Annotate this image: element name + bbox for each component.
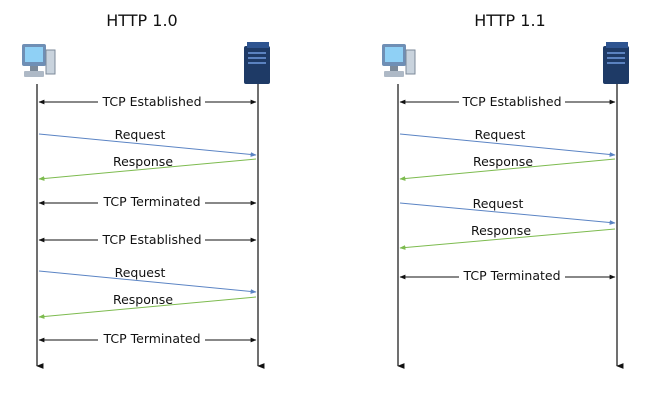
tcp-established-connection: TCP Established: [38, 232, 257, 247]
diagram-title: HTTP 1.0: [106, 11, 177, 30]
svg-text:TCP Established: TCP Established: [101, 94, 201, 109]
response-message: Response: [38, 292, 257, 319]
svg-text:TCP Terminated: TCP Terminated: [102, 331, 200, 346]
request-message: Request: [38, 265, 257, 294]
server-tower-icon: [244, 42, 270, 84]
request-message: Request: [38, 127, 257, 157]
diagram-http-1-1: HTTP 1.1 TCP Established: [382, 11, 629, 369]
response-message: Response: [38, 154, 257, 181]
svg-text:TCP Terminated: TCP Terminated: [102, 194, 200, 209]
response-message: Response: [399, 223, 616, 250]
svg-text:Request: Request: [473, 196, 524, 211]
diagram-title: HTTP 1.1: [474, 11, 545, 30]
svg-text:Request: Request: [475, 127, 526, 142]
svg-text:Response: Response: [473, 154, 533, 169]
tcp-terminated-connection: TCP Terminated: [38, 331, 257, 346]
server-tower-icon: [603, 42, 629, 84]
request-message: Request: [399, 196, 616, 225]
svg-text:Response: Response: [471, 223, 531, 238]
tcp-established-connection: TCP Established: [399, 94, 616, 109]
svg-text:Response: Response: [113, 154, 173, 169]
request-message: Request: [399, 127, 616, 157]
tcp-terminated-connection: TCP Terminated: [399, 268, 616, 283]
tcp-established-connection: TCP Established: [38, 94, 257, 109]
tcp-terminated-connection: TCP Terminated: [38, 194, 257, 209]
svg-text:TCP Terminated: TCP Terminated: [462, 268, 560, 283]
svg-text:Request: Request: [115, 127, 166, 142]
desktop-computer-icon: [22, 44, 56, 77]
svg-text:TCP Established: TCP Established: [461, 94, 561, 109]
svg-text:TCP Established: TCP Established: [101, 232, 201, 247]
desktop-computer-icon: [382, 44, 416, 77]
diagram-http-1-0: HTTP 1.0 TC: [22, 11, 270, 369]
response-message: Response: [399, 154, 616, 181]
svg-text:Request: Request: [115, 265, 166, 280]
svg-text:Response: Response: [113, 292, 173, 307]
